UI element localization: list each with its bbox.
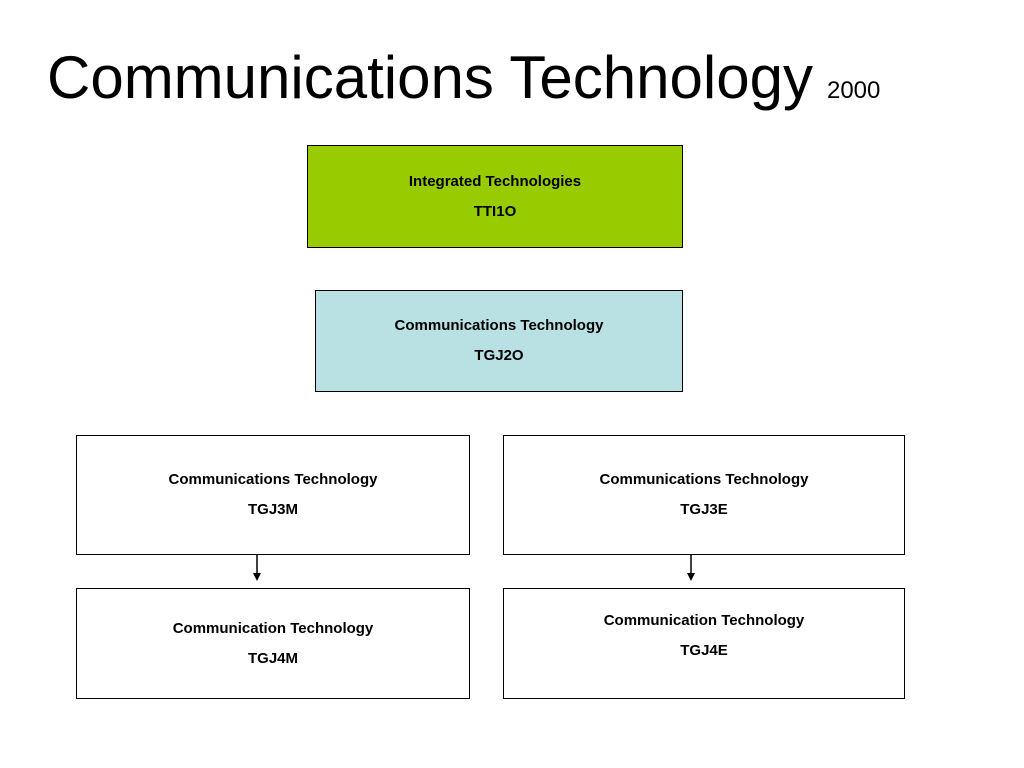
course-box-tti1o: Integrated Technologies TTI1O bbox=[307, 145, 683, 248]
arrow-tgj3m-to-tgj4m bbox=[253, 555, 261, 581]
course-box-tgj4e: Communication Technology TGJ4E bbox=[503, 588, 905, 699]
course-code: TGJ3M bbox=[247, 501, 298, 518]
course-box-tgj4m: Communication Technology TGJ4M bbox=[76, 588, 470, 699]
arrow-tgj3e-to-tgj4e bbox=[687, 555, 695, 581]
course-code: TGJ3E bbox=[680, 501, 728, 518]
course-code: TGJ4M bbox=[247, 649, 298, 667]
course-code: TTI1O bbox=[473, 202, 517, 220]
course-name: Communication Technology bbox=[172, 619, 374, 637]
page-title: Communications Technology 2000 bbox=[47, 42, 880, 127]
course-box-tgj3m: Communications Technology TGJ3M bbox=[76, 435, 470, 555]
course-name: Integrated Technologies bbox=[408, 172, 582, 190]
course-code: TGJ4E bbox=[680, 641, 728, 659]
course-name: Communications Technology bbox=[168, 471, 378, 488]
title-text: Communications Technology bbox=[47, 44, 813, 111]
course-name: Communications Technology bbox=[599, 471, 809, 488]
course-name: Communication Technology bbox=[603, 611, 805, 629]
course-box-tgj2o: Communications Technology TGJ2O bbox=[315, 290, 683, 392]
course-box-tgj3e: Communications Technology TGJ3E bbox=[503, 435, 905, 555]
course-code: TGJ2O bbox=[474, 347, 524, 364]
title-year: 2000 bbox=[826, 77, 881, 104]
course-name: Communications Technology bbox=[394, 317, 604, 334]
